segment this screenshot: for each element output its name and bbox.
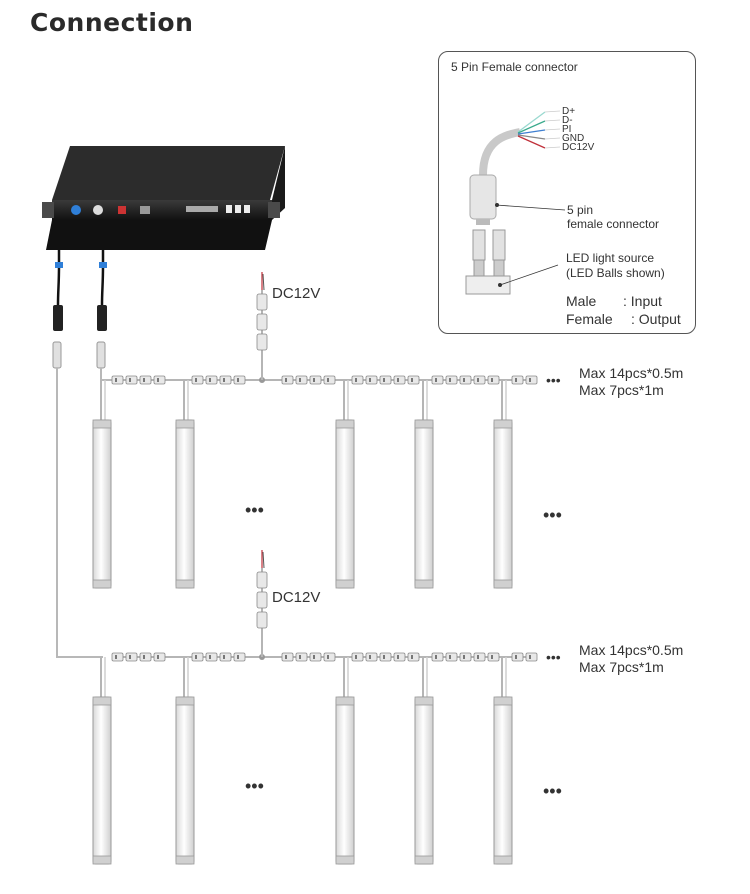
led-tube <box>493 380 513 589</box>
continuation-dots: ••• <box>245 776 264 796</box>
tube-row <box>92 550 538 865</box>
power-label: DC12V <box>272 285 320 302</box>
pin-label-d-plus: D+ <box>562 106 575 117</box>
inline-connector <box>191 652 246 662</box>
led-tube <box>335 657 355 865</box>
inline-connector <box>431 652 500 662</box>
led-tube <box>92 657 112 865</box>
led-tube <box>414 657 434 865</box>
led-tube <box>175 380 195 589</box>
source-label-line-2: (LED Balls shown) <box>566 266 665 280</box>
power-feed <box>256 272 268 380</box>
pin-label-pi: PI <box>562 124 571 135</box>
led-tube <box>335 380 355 589</box>
female-label: Female <box>566 311 613 327</box>
legend-box <box>438 51 696 334</box>
led-tube <box>175 657 195 865</box>
led-tube <box>414 380 434 589</box>
max-capacity-line-2: Max 7pcs*1m <box>579 382 664 398</box>
controller-device <box>42 146 285 250</box>
connector-label-line-2: female connector <box>567 217 659 231</box>
connector-illustration <box>465 110 566 295</box>
inline-connector <box>281 652 336 662</box>
inline-connector <box>111 652 166 662</box>
controller-output-cables <box>52 250 112 658</box>
pin-label-d-minus: D- <box>562 115 573 126</box>
continuation-dots: ••• <box>546 649 561 665</box>
female-value: : Output <box>631 311 681 327</box>
inline-connector <box>281 375 336 385</box>
tube-row <box>92 272 538 589</box>
legend-heading: 5 Pin Female connector <box>451 60 578 74</box>
continuation-dots: ••• <box>543 781 562 801</box>
continuation-dots: ••• <box>543 505 562 525</box>
inline-connector <box>511 375 538 385</box>
led-tube <box>493 657 513 865</box>
power-feed <box>256 550 268 657</box>
inline-connector <box>351 375 420 385</box>
continuation-dots: ••• <box>245 500 264 520</box>
pin-label-dc12v: DC12V <box>562 142 595 153</box>
inline-connector <box>511 652 538 662</box>
inline-connector <box>431 375 500 385</box>
source-label-line-1: LED light source <box>566 251 654 265</box>
inline-connector <box>351 652 420 662</box>
max-capacity-line-1: Max 14pcs*0.5m <box>579 365 683 381</box>
page-title: Connection <box>30 8 194 37</box>
male-value: : Input <box>623 293 662 309</box>
pin-label-gnd: GND <box>562 133 584 144</box>
led-tube <box>92 380 112 589</box>
power-label: DC12V <box>272 589 320 606</box>
inline-connector <box>191 375 246 385</box>
max-capacity-line-1: Max 14pcs*0.5m <box>579 642 683 658</box>
continuation-dots: ••• <box>546 372 561 388</box>
max-capacity-line-2: Max 7pcs*1m <box>579 659 664 675</box>
male-label: Male <box>566 293 597 309</box>
connector-label-line-1: 5 pin <box>567 203 593 217</box>
inline-connector <box>111 375 166 385</box>
